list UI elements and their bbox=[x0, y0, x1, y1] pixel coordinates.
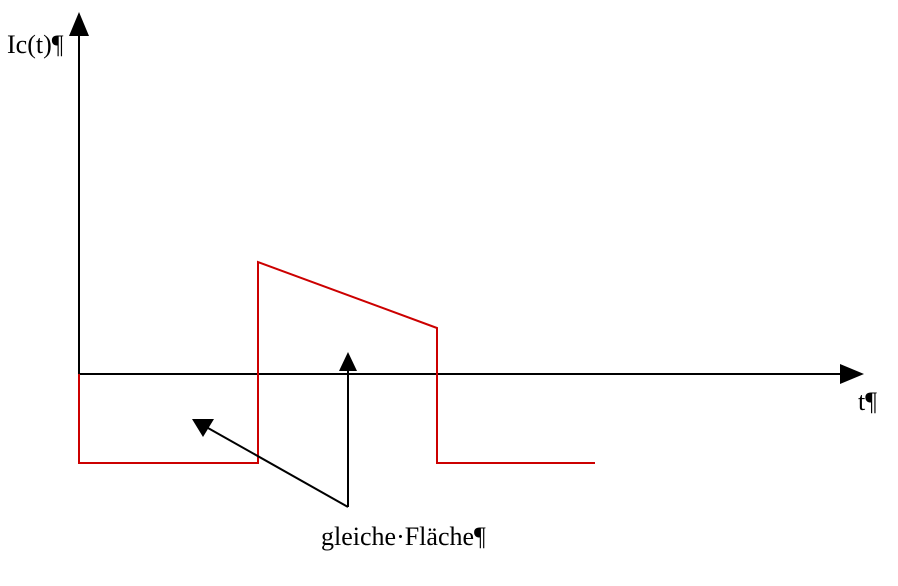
y-axis-label: Ic(t)¶ bbox=[7, 30, 64, 59]
capacitor-current-waveform bbox=[78, 260, 595, 464]
annotation-arrowhead-positive-area bbox=[339, 352, 357, 371]
equal-area-annotation: gleiche·Fläche¶ bbox=[321, 522, 486, 551]
annotation-arrow-negative-area bbox=[207, 427, 349, 508]
annotation-arrowhead-negative-area bbox=[192, 419, 214, 437]
x-axis-arrowhead bbox=[840, 364, 864, 384]
x-axis-label: t¶ bbox=[858, 387, 877, 416]
y-axis-arrowhead bbox=[69, 12, 89, 36]
